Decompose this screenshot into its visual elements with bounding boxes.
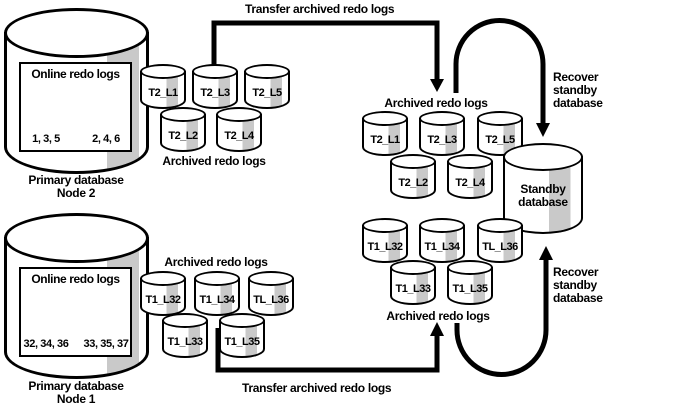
archived-redo-logs-label-standby-bottom: Archived redo logs — [386, 309, 490, 323]
archived-log-label: T1_L35 — [452, 283, 488, 295]
archived-log-label: T1_L33 — [395, 283, 431, 295]
recover-bottom-arc — [454, 259, 549, 377]
archived-log-label: T1_L34 — [199, 294, 235, 306]
archived-log-label: TL_L36 — [482, 241, 518, 253]
cylinder-top-ellipse — [4, 213, 149, 263]
cylinder-top-ellipse — [390, 260, 436, 275]
recover-bottom-label: Recover standby database — [553, 265, 603, 305]
cylinder-top-ellipse — [219, 313, 265, 328]
transfer-bottom-arrow — [215, 328, 440, 373]
standby-database-label: Standby database — [518, 182, 568, 209]
archived-log-cylinder-icon: T1_L33 — [162, 313, 208, 358]
online-log-group-label: 2, 4, 6 — [92, 133, 120, 145]
cylinder-top-ellipse — [244, 64, 290, 79]
archived-redo-logs-label-node1: Archived redo logs — [164, 255, 268, 269]
archived-log-label: T2_L5 — [485, 134, 515, 146]
archived-log-label: T1_L32 — [367, 241, 403, 253]
archived-log-label: T1_L34 — [424, 241, 460, 253]
cylinder-top-ellipse — [419, 218, 465, 233]
archived-redo-logs-label-standby-top: Archived redo logs — [384, 96, 488, 110]
transfer-top-arrowhead-icon — [430, 79, 444, 92]
archived-log-cylinder-icon: T1_L35 — [219, 313, 265, 358]
cylinder-top-ellipse — [503, 143, 583, 171]
online-log-group-label: 32, 34, 36 — [23, 338, 69, 350]
archived-log-cylinder-icon: T1_L34 — [194, 271, 240, 316]
archived-log-label: T2_L3 — [200, 87, 230, 99]
archived-log-cylinder-icon: T1_L32 — [362, 218, 408, 263]
archived-log-cylinder-icon: T2_L1 — [140, 64, 186, 109]
online-redo-logs-box-node1: Online redo logs — [19, 267, 132, 357]
cylinder-top-ellipse — [194, 271, 240, 286]
archived-log-cylinder-icon: T2_L2 — [160, 107, 206, 152]
cylinder-top-ellipse — [216, 107, 262, 122]
archived-log-cylinder-icon: T2_L5 — [244, 64, 290, 109]
cylinder-top-ellipse — [447, 260, 493, 275]
online-log-group-label: 33, 35, 37 — [83, 338, 129, 350]
recover-top-label: Recover standby database — [553, 70, 603, 110]
recover-top-arrowhead-icon — [536, 123, 550, 137]
cylinder-top-ellipse — [477, 111, 523, 126]
online-redo-logs-title: Online redo logs — [31, 67, 120, 81]
online-redo-logs-box-node2: Online redo logs — [19, 62, 132, 152]
archived-log-label: TL_L36 — [253, 294, 289, 306]
archived-log-cylinder-icon: T1_L34 — [419, 218, 465, 263]
cylinder-top-ellipse — [162, 313, 208, 328]
archived-log-cylinder-icon: T1_L35 — [447, 260, 493, 305]
archived-log-cylinder-icon: T2_L2 — [390, 154, 436, 199]
archived-log-label: T2_L5 — [252, 87, 282, 99]
archived-log-cylinder-icon: T2_L3 — [419, 111, 465, 156]
cylinder-top-ellipse — [447, 154, 493, 169]
cylinder-top-ellipse — [390, 154, 436, 169]
cylinder-top-ellipse — [140, 64, 186, 79]
online-log-group-label: 1, 3, 5 — [32, 133, 60, 145]
archived-log-label: T1_L33 — [167, 336, 203, 348]
archived-log-label: T2_L2 — [398, 177, 428, 189]
cylinder-body — [219, 320, 265, 358]
cylinder-top-ellipse — [160, 107, 206, 122]
archived-log-label: T2_L1 — [148, 87, 178, 99]
archived-log-label: T2_L4 — [455, 177, 485, 189]
archived-log-cylinder-icon: T1_L33 — [390, 260, 436, 305]
archived-log-label: T1_L32 — [145, 294, 181, 306]
cylinder-top-ellipse — [248, 271, 294, 286]
recover-bottom-arrowhead-icon — [539, 246, 553, 260]
archived-log-cylinder-icon: T2_L4 — [447, 154, 493, 199]
cylinder-top-ellipse — [419, 111, 465, 126]
archived-log-cylinder-icon: TL_L36 — [477, 218, 523, 263]
primary-database-node2-label: Primary database Node 2 — [28, 173, 124, 200]
archived-log-label: T1_L35 — [224, 336, 260, 348]
online-redo-logs-title: Online redo logs — [31, 272, 120, 286]
cylinder-top-ellipse — [192, 64, 238, 79]
cylinder-top-ellipse — [4, 8, 149, 58]
cylinder-top-ellipse — [362, 218, 408, 233]
primary-database-node1-label: Primary database Node 1 — [28, 379, 124, 406]
archived-log-cylinder-icon: T2_L4 — [216, 107, 262, 152]
archived-log-cylinder-icon: T1_L32 — [140, 271, 186, 316]
archived-log-cylinder-icon: T2_L1 — [362, 111, 408, 156]
archived-log-cylinder-icon: TL_L36 — [248, 271, 294, 316]
transfer-top-label: Transfer archived redo logs — [245, 2, 395, 16]
archived-log-cylinder-icon: T2_L3 — [192, 64, 238, 109]
cylinder-top-ellipse — [140, 271, 186, 286]
transfer-bottom-label: Transfer archived redo logs — [242, 381, 392, 395]
transfer-bottom-arrowhead-icon — [430, 322, 444, 336]
archived-log-label: T2_L4 — [224, 130, 254, 142]
cylinder-top-ellipse — [362, 111, 408, 126]
cylinder-top-ellipse — [477, 218, 523, 233]
archived-redo-logs-label-node2: Archived redo logs — [162, 154, 266, 168]
transfer-top-arrow — [211, 20, 440, 80]
archived-log-label: T2_L3 — [427, 134, 457, 146]
recover-top-arc — [453, 18, 546, 124]
archived-log-label: T2_L2 — [168, 130, 198, 142]
archived-log-label: T2_L1 — [370, 134, 400, 146]
